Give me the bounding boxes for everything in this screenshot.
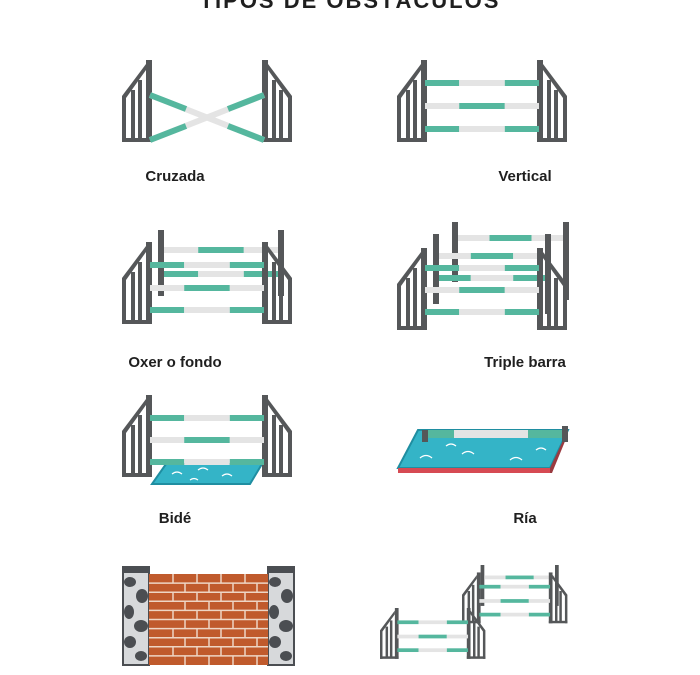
- rail-pole: [439, 253, 545, 259]
- obstacle-bide: Bidé: [0, 390, 350, 540]
- rail-pole: [150, 437, 264, 443]
- obstacle-oxer: Oxer o fondo: [0, 220, 350, 380]
- left-wing-standard: [462, 572, 481, 624]
- rail-pole: [425, 80, 539, 86]
- vertical-fence-icon: [397, 60, 567, 142]
- bide-icon: [122, 395, 292, 485]
- obstacle-label: Cruzada: [145, 168, 205, 185]
- right-wing-standard: [537, 60, 567, 142]
- triple-bar-icon: [397, 222, 569, 330]
- rail-pole: [164, 271, 278, 277]
- rail-pole: [425, 265, 539, 271]
- ria-water-icon: [396, 426, 570, 473]
- rail-pole: [150, 459, 264, 465]
- wall-icon: [122, 566, 295, 666]
- rail-pole: [479, 599, 551, 603]
- rail-pole: [425, 309, 539, 315]
- obstacle-combination: [350, 560, 700, 675]
- left-wing-standard: [122, 242, 152, 324]
- obstacle-wall: [0, 560, 350, 675]
- obstacle-label: Oxer o fondo: [128, 354, 222, 371]
- obstacle-triple-bar: Triple barra: [350, 220, 700, 380]
- right-wing-standard: [466, 608, 486, 659]
- rail-pole: [397, 620, 469, 625]
- rail-pole: [425, 287, 539, 293]
- rail-pole: [479, 612, 551, 617]
- crossed-poles-icon: [122, 60, 292, 143]
- rail-pole: [150, 307, 264, 313]
- rail-pole: [425, 126, 539, 132]
- rail-pole: [164, 247, 278, 253]
- combination-icon: [380, 565, 568, 659]
- rail-pole: [397, 648, 469, 653]
- right-wing-standard: [548, 572, 568, 624]
- rail-pole: [150, 262, 264, 268]
- rail-pole: [439, 275, 545, 281]
- right-wing-standard: [262, 395, 292, 477]
- obstacle-cruzada: Cruzada: [0, 50, 350, 200]
- rail-pole: [484, 575, 555, 580]
- rail-pole: [397, 634, 469, 639]
- rail-pole: [150, 285, 264, 291]
- right-wing-standard: [537, 248, 567, 330]
- oxer-icon: [122, 230, 292, 324]
- rail-pole: [479, 584, 551, 589]
- left-wing-standard: [380, 608, 399, 659]
- left-wing-standard: [397, 60, 427, 142]
- rail-pole: [150, 415, 264, 421]
- obstacle-label: Bidé: [158, 510, 192, 527]
- obstacle-ria: Ría: [350, 390, 700, 540]
- page-title: TIPOS DE OBSTÁCULOS: [199, 0, 501, 13]
- obstacle-vertical: Vertical: [350, 50, 700, 200]
- left-wing-standard: [122, 395, 152, 477]
- right-wing-standard: [262, 242, 292, 324]
- obstacle-label: Triple barra: [484, 354, 566, 371]
- rail-pole: [425, 103, 539, 109]
- obstacle-label: Ría: [513, 510, 537, 527]
- right-wing-standard: [262, 60, 292, 142]
- left-wing-standard: [122, 60, 152, 142]
- obstacle-label: Vertical: [498, 168, 552, 185]
- left-wing-standard: [397, 248, 427, 330]
